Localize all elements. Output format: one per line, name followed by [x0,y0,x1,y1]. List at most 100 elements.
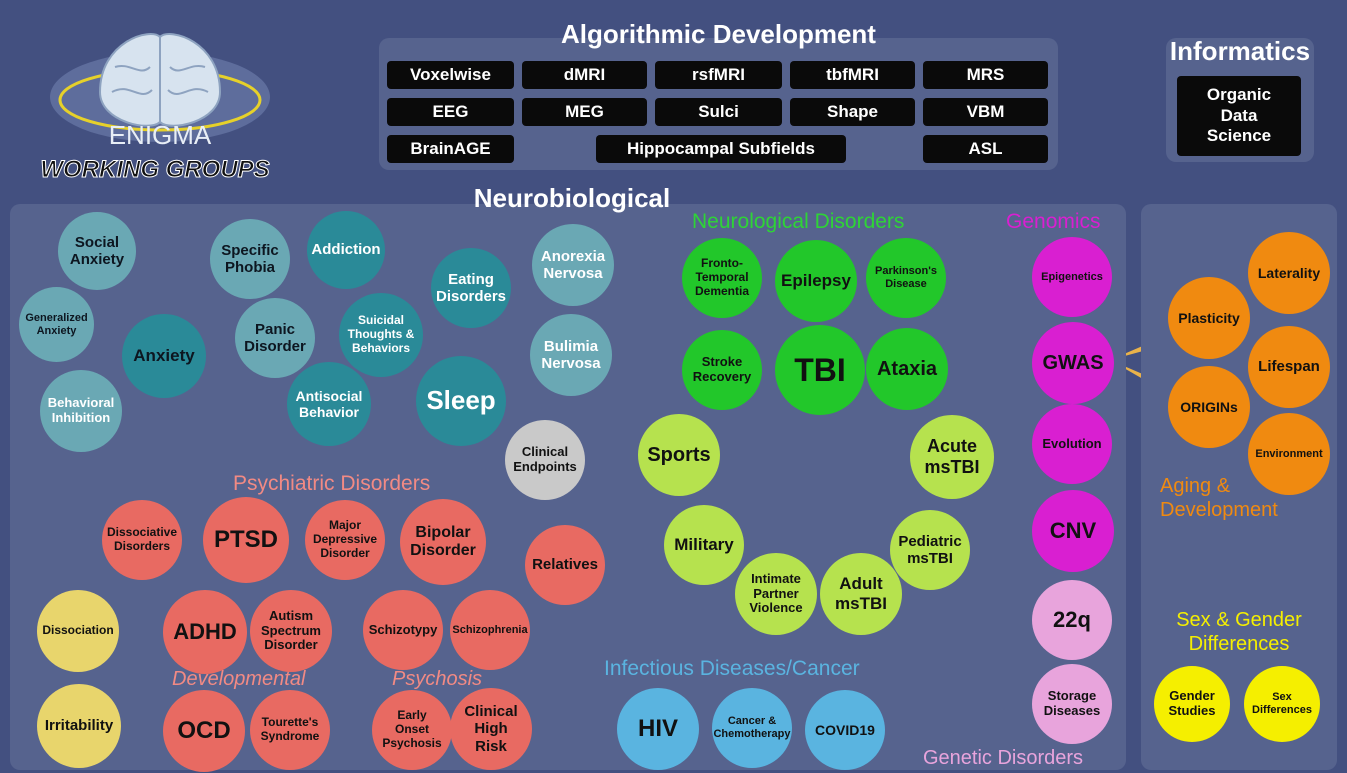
node-sleep-label: Sleep [426,385,496,416]
node-panic-disorder-label: Panic Disorder [244,320,306,355]
node-evolution-label: Evolution [1042,435,1102,451]
node-bipolar-disorder-label: Bipolar Disorder [410,523,476,559]
node-anxiety[interactable]: Anxiety [122,314,206,398]
node-evolution[interactable]: Evolution [1032,404,1112,484]
node-covid19[interactable]: COVID19 [805,690,885,770]
node-laterality[interactable]: Laterality [1248,232,1330,314]
pill-hippocampal-subfields[interactable]: Hippocampal Subfields [596,135,846,163]
node-origins[interactable]: ORIGINs [1168,366,1250,448]
node-environment[interactable]: Environment [1248,413,1330,495]
node-gender-studies[interactable]: Gender Studies [1154,666,1230,742]
node-cnv-label: CNV [1049,518,1097,544]
pill-shape[interactable]: Shape [790,98,915,126]
node-schizophrenia[interactable]: Schizophrenia [450,590,530,670]
node-adhd[interactable]: ADHD [163,590,247,674]
organic-data-science-label: Organic Data Science [1206,85,1272,146]
node-eating-disorders-label: Eating Disorders [435,270,507,305]
node-pediatric-mstbi[interactable]: Pediatric msTBI [890,510,970,590]
node-cancer-label: Cancer & Chemotherapy [713,715,791,740]
pill-brainage[interactable]: BrainAGE [387,135,514,163]
node-clinical-endpoints[interactable]: Clinical Endpoints [505,420,585,500]
node-anorexia-nervosa[interactable]: Anorexia Nervosa [532,224,614,306]
node-addiction[interactable]: Addiction [307,211,385,289]
node-bipolar-disorder[interactable]: Bipolar Disorder [400,499,486,585]
node-bulimia-nervosa-label: Bulimia Nervosa [541,337,601,372]
node-social-anxiety[interactable]: Social Anxiety [58,212,136,290]
node-anorexia-nervosa-label: Anorexia Nervosa [540,247,606,282]
node-lifespan[interactable]: Lifespan [1248,326,1330,408]
node-intimate-partner-violence-label: Intimate Partner Violence [749,570,803,616]
node-major-depressive[interactable]: Major Depressive Disorder [305,500,385,580]
node-clinical-high-risk[interactable]: Clinical High Risk [450,688,532,770]
node-antisocial-behavior[interactable]: Antisocial Behavior [287,362,371,446]
node-ataxia[interactable]: Ataxia [866,328,948,410]
node-dissociation[interactable]: Dissociation [37,590,119,672]
pill-asl[interactable]: ASL [923,135,1048,163]
node-cancer[interactable]: Cancer & Chemotherapy [712,688,792,768]
node-sports[interactable]: Sports [638,414,720,496]
node-early-onset-psychosis[interactable]: Early Onset Psychosis [372,690,452,770]
node-sex-differences[interactable]: Sex Differences [1244,666,1320,742]
node-dissociative-disorders[interactable]: Dissociative Disorders [102,500,182,580]
node-specific-phobia[interactable]: Specific Phobia [210,219,290,299]
node-plasticity[interactable]: Plasticity [1168,277,1250,359]
node-eating-disorders[interactable]: Eating Disorders [431,248,511,328]
pill-organic-data-science[interactable]: Organic Data Science [1177,76,1301,156]
pill-vbm[interactable]: VBM [923,98,1048,126]
node-ataxia-label: Ataxia [876,357,938,380]
node-dissociative-disorders-label: Dissociative Disorders [106,525,178,553]
pill-rsfmri[interactable]: rsfMRI [655,61,782,89]
node-social-anxiety-label: Social Anxiety [69,233,125,268]
node-stroke-recovery[interactable]: Stroke Recovery [682,330,762,410]
node-22q[interactable]: 22q [1032,580,1112,660]
node-sex-differences-label: Sex Differences [1252,691,1312,716]
node-ptsd[interactable]: PTSD [203,497,289,583]
node-storage-diseases[interactable]: Storage Diseases [1032,664,1112,744]
pill-eeg[interactable]: EEG [387,98,514,126]
node-hiv[interactable]: HIV [617,688,699,770]
genetic-title: Genetic Disorders [923,747,1084,769]
node-bulimia-nervosa[interactable]: Bulimia Nervosa [530,314,612,396]
node-cnv[interactable]: CNV [1032,490,1114,572]
node-ocd[interactable]: OCD [163,690,245,772]
pill-meg[interactable]: MEG [522,98,647,126]
node-behavioral-inhibition[interactable]: Behavioral Inhibition [40,370,122,452]
node-panic-disorder[interactable]: Panic Disorder [235,298,315,378]
node-epilepsy[interactable]: Epilepsy [775,240,857,322]
node-suicidal-thoughts[interactable]: Suicidal Thoughts & Behaviors [339,293,423,377]
node-generalized-anxiety-label: Generalized Anxiety [25,311,88,337]
node-gwas-label: GWAS [1042,351,1104,374]
node-tbi[interactable]: TBI [775,325,865,415]
pill-sulci[interactable]: Sulci [655,98,782,126]
node-autism[interactable]: Autism Spectrum Disorder [250,590,332,672]
node-generalized-anxiety[interactable]: Generalized Anxiety [19,287,94,362]
node-ocd-label: OCD [177,717,231,745]
node-relatives[interactable]: Relatives [525,525,605,605]
node-parkinsons[interactable]: Parkinson's Disease [866,238,946,318]
neurobiological-title: Neurobiological [473,183,671,213]
node-sports-label: Sports [647,443,711,466]
node-frontotemporal-dementia[interactable]: Fronto- Temporal Dementia [682,238,762,318]
pill-voxelwise[interactable]: Voxelwise [387,61,514,89]
algorithmic-title: Algorithmic Development [561,19,876,49]
node-schizotypy[interactable]: Schizotypy [363,590,443,670]
node-autism-label: Autism Spectrum Disorder [261,607,321,653]
node-adult-mstbi[interactable]: Adult msTBI [820,553,902,635]
pill-mrs[interactable]: MRS [923,61,1048,89]
node-schizophrenia-label: Schizophrenia [452,623,528,636]
node-lifespan-label: Lifespan [1258,358,1320,376]
node-intimate-partner-violence[interactable]: Intimate Partner Violence [735,553,817,635]
node-clinical-endpoints-label: Clinical Endpoints [513,444,577,474]
pill-dmri[interactable]: dMRI [522,61,647,89]
node-tourettes[interactable]: Tourette's Syndrome [250,690,330,770]
node-military[interactable]: Military [664,505,744,585]
node-epigenetics[interactable]: Epigenetics [1032,237,1112,317]
pill-tbfmri[interactable]: tbfMRI [790,61,915,89]
genomics-title: Genomics [1006,210,1101,233]
node-acute-mstbi[interactable]: Acute msTBI [910,415,994,499]
node-sleep[interactable]: Sleep [416,356,506,446]
enigma-logo: ENIGMA WORKING GROUPS [40,33,270,184]
neurological-title: Neurological Disorders [692,210,905,233]
node-irritability[interactable]: Irritability [37,684,121,768]
node-gwas[interactable]: GWAS [1032,322,1114,404]
